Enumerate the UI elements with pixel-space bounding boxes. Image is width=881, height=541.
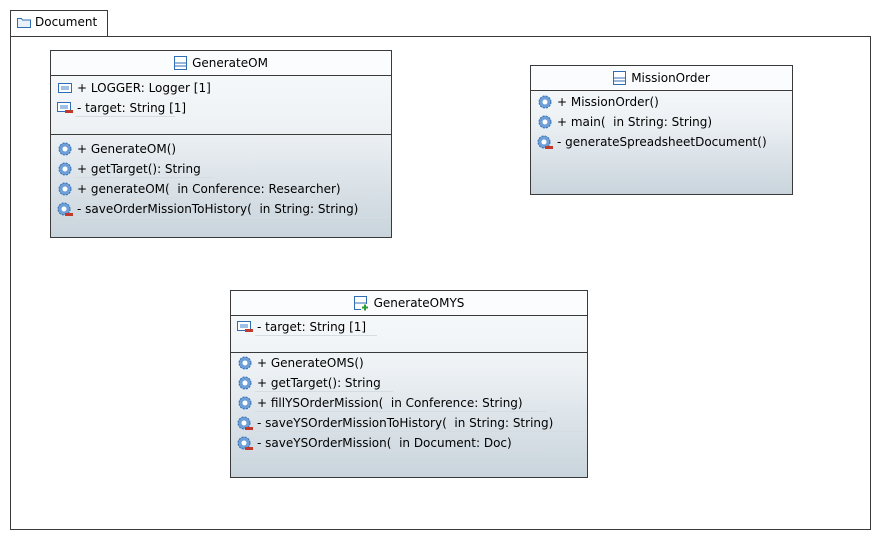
class-name: MissionOrder <box>631 71 710 85</box>
operation-row[interactable]: + MissionOrder() <box>531 92 792 112</box>
public-operation-icon <box>236 375 254 391</box>
operations-compartment: + MissionOrder() + main( in String: Stri… <box>531 91 792 152</box>
row-underline <box>75 197 365 198</box>
operation-row[interactable]: + fillYSOrderMission( in Conference: Str… <box>231 393 587 413</box>
public-operation-icon <box>536 94 554 110</box>
public-operation-icon <box>56 141 74 157</box>
operation-row[interactable]: + GenerateOM() <box>51 139 391 159</box>
private-field-icon <box>236 319 254 335</box>
operation-row[interactable]: - saveOrderMissionToHistory( in String: … <box>51 199 391 219</box>
operation-row[interactable]: + main( in String: String) <box>531 112 792 132</box>
operation-row[interactable]: - saveYSOrderMissionToHistory( in String… <box>231 413 587 433</box>
class-icon <box>613 71 627 85</box>
class-header[interactable]: MissionOrder <box>531 66 792 91</box>
attributes-compartment: - target: String [1] <box>231 316 587 353</box>
private-operation-icon <box>236 415 254 431</box>
class-generate-om[interactable]: GenerateOM + LOGGER: Logger [1] - target… <box>50 50 392 238</box>
class-name: GenerateOMYS <box>373 296 465 310</box>
row-underline <box>75 217 387 218</box>
row-underline <box>255 411 547 412</box>
operation-row[interactable]: - generateSpreadsheetDocument() <box>531 132 792 152</box>
class-mission-order[interactable]: MissionOrder + MissionOrder() + main( in… <box>530 65 793 195</box>
private-operation-icon <box>536 134 554 150</box>
package-name: Document <box>35 15 98 29</box>
new-class-icon <box>353 295 369 311</box>
class-icon <box>174 56 188 70</box>
attribute-row[interactable]: + LOGGER: Logger [1] <box>51 78 391 98</box>
operations-compartment: + GenerateOMS() + getTarget(): String + … <box>231 353 587 453</box>
operation-row[interactable]: + getTarget(): String <box>231 373 587 393</box>
class-header[interactable]: GenerateOM <box>51 51 391 76</box>
operation-row[interactable]: + generateOM( in Conference: Researcher) <box>51 179 391 199</box>
row-underline <box>75 116 175 117</box>
attributes-compartment: + LOGGER: Logger [1] - target: String [1… <box>51 76 391 135</box>
class-header[interactable]: GenerateOMYS <box>231 291 587 316</box>
operation-row[interactable]: - saveYSOrderMission( in Document: Doc) <box>231 433 587 453</box>
private-operation-icon <box>236 435 254 451</box>
class-generate-omys[interactable]: GenerateOMYS - target: String [1] + Gene… <box>230 290 588 478</box>
operation-row[interactable]: + GenerateOMS() <box>231 353 587 373</box>
row-underline <box>255 335 377 336</box>
row-underline <box>75 177 213 178</box>
attribute-row[interactable]: - target: String [1] <box>51 98 391 118</box>
public-operation-icon <box>536 114 554 130</box>
operations-compartment: + GenerateOM() + getTarget(): String + g… <box>51 135 391 219</box>
private-field-icon <box>56 100 74 116</box>
public-operation-icon <box>236 395 254 411</box>
package-folder-icon <box>17 17 31 31</box>
attribute-row[interactable]: - target: String [1] <box>231 317 587 337</box>
public-operation-icon <box>236 355 254 371</box>
row-underline <box>255 431 585 432</box>
public-field-icon <box>56 80 74 96</box>
operation-row[interactable]: + getTarget(): String <box>51 159 391 179</box>
public-operation-icon <box>56 181 74 197</box>
public-operation-icon <box>56 161 74 177</box>
package-tab[interactable]: Document <box>10 10 108 36</box>
row-underline <box>255 391 393 392</box>
row-underline <box>255 451 541 452</box>
class-name: GenerateOM <box>192 56 268 70</box>
private-operation-icon <box>56 201 74 217</box>
